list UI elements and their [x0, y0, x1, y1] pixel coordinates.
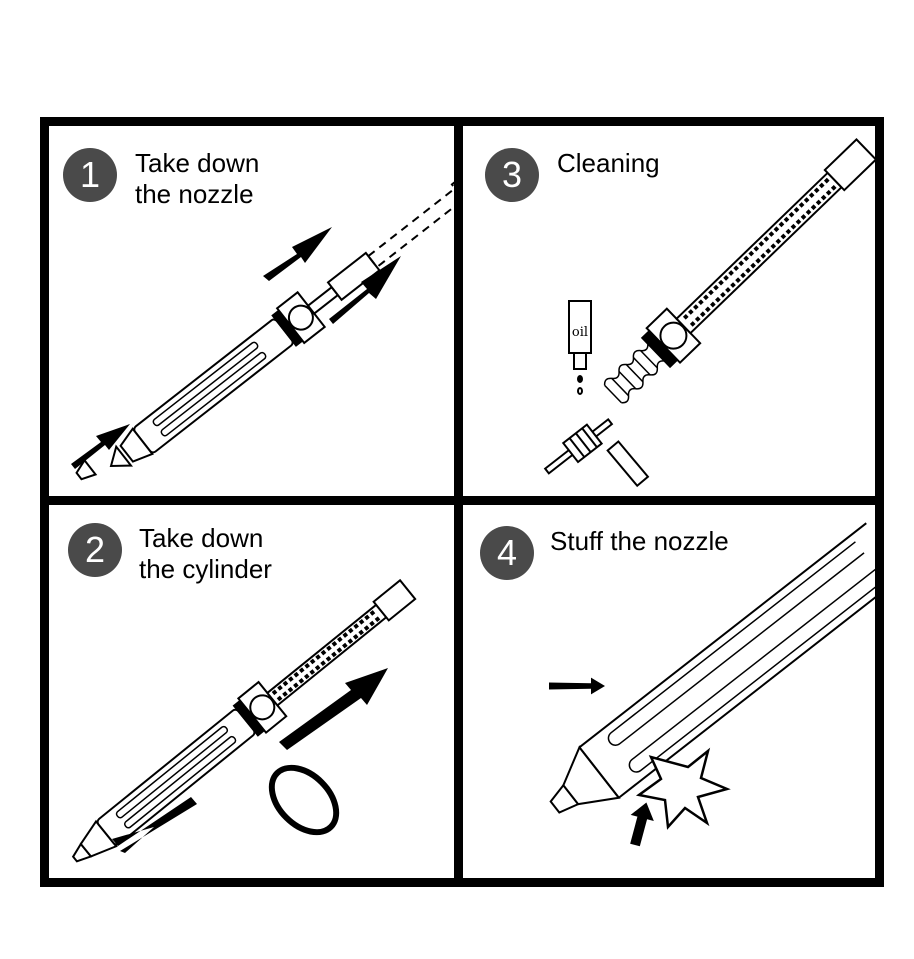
nozzle-removal-illustration — [71, 158, 454, 481]
cleaning-illustration: oil — [543, 137, 875, 488]
step-3-title: Cleaning — [557, 148, 660, 178]
step-4-badge: 4 — [480, 526, 534, 580]
step-1-panel: 1 Take down the nozzle — [49, 126, 454, 496]
step-4-title: Stuff the nozzle — [550, 526, 729, 556]
step-4-panel: 4 Stuff the nozzle — [463, 505, 875, 878]
oil-bottle-label: oil — [572, 325, 588, 340]
step-1-badge: 1 — [63, 148, 117, 202]
grid-divider-horizontal — [40, 496, 884, 505]
step-2-title: Take down the cylinder — [139, 523, 272, 584]
step-2-badge: 2 — [68, 523, 122, 577]
instruction-grid: 1 Take down the nozzle — [40, 117, 884, 887]
step-3-badge: 3 — [485, 148, 539, 202]
cylinder-removal-illustration — [71, 578, 417, 863]
step-3-panel: 3 Cleaning — [463, 126, 875, 496]
stuff-nozzle-illustration — [549, 522, 875, 847]
step-1-title: Take down the nozzle — [135, 148, 260, 209]
step-2-panel: 2 Take down the cylinder — [49, 505, 454, 878]
